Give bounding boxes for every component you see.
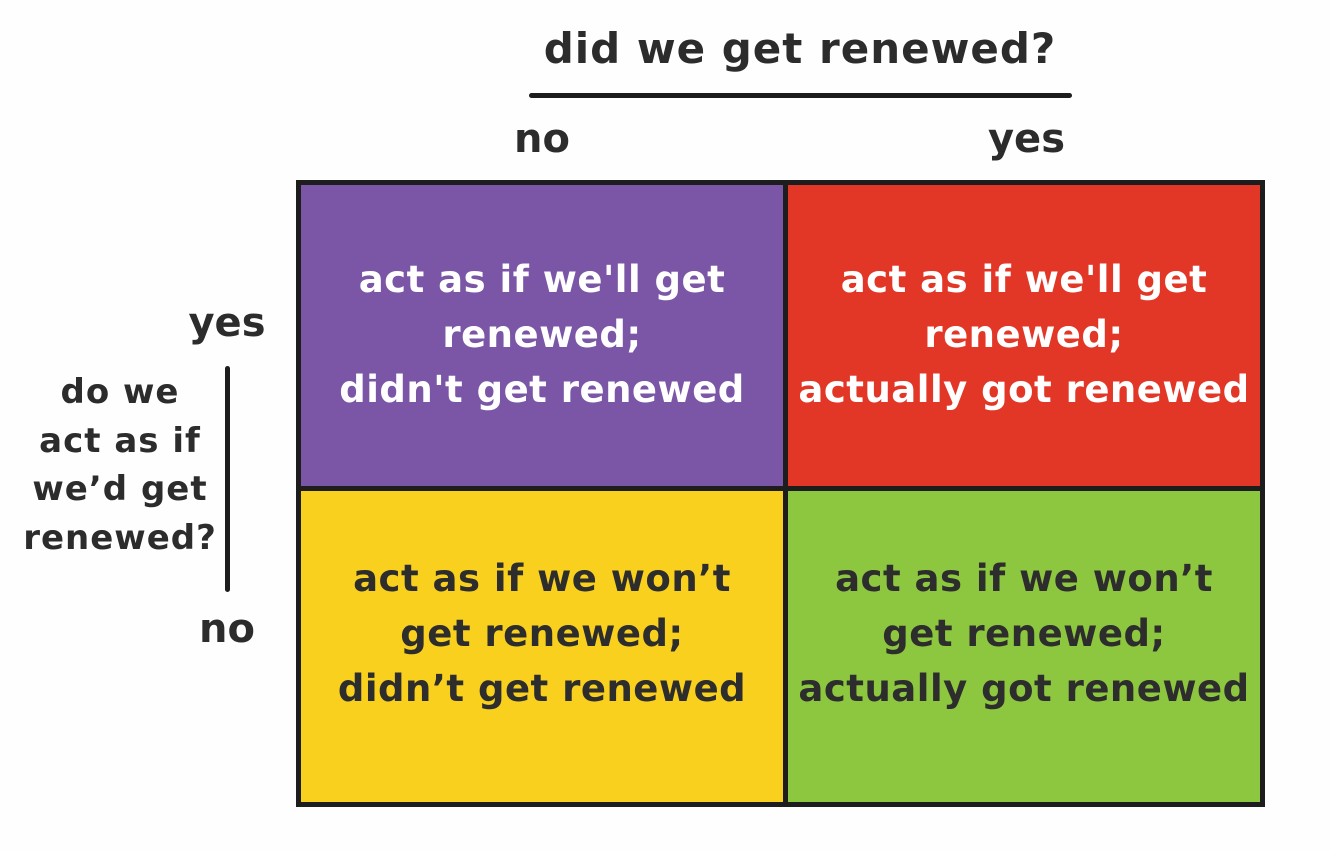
quadrant-matrix: act as if we'll get renewed; didn't get … (296, 180, 1265, 807)
row-axis-title-line-1: do we (60, 372, 180, 412)
quadrant-text-line: didn’t get renewed (337, 666, 747, 710)
quadrant-acted-no-renewed: act as if we won’t get renewed; actually… (788, 491, 1260, 802)
quadrant-text-line: act as if we'll get (840, 258, 1208, 302)
quadrant-text-line: get renewed; (882, 612, 1166, 656)
row-axis-title-line-2: act as if (39, 420, 201, 461)
quadrant-text-line: didn't get renewed (339, 367, 745, 411)
quadrant-text-line: actually got renewed (798, 666, 1250, 710)
quadrant-acted-no-not-renewed: act as if we won’t get renewed; didn’t g… (301, 491, 783, 802)
row-label-yes: yes (188, 300, 266, 346)
quadrant-text-line: renewed; (442, 313, 642, 357)
quadrant-text-line: act as if we won’t (835, 557, 1213, 601)
quadrant-text-line: act as if we'll get (358, 258, 726, 302)
quadrant-text-line: renewed; (924, 313, 1124, 357)
quadrant-text-line: actually got renewed (798, 367, 1250, 411)
quadrant-text-line: act as if we won’t (353, 557, 731, 601)
row-axis-line (225, 366, 230, 592)
row-axis-title-line-3: we’d get (32, 469, 208, 510)
column-axis-line (529, 93, 1072, 98)
quadrant-acted-yes-renewed: act as if we'll get renewed; actually go… (788, 185, 1260, 486)
quadrant-acted-yes-not-renewed: act as if we'll get renewed; didn't get … (301, 185, 783, 486)
row-label-no: no (199, 606, 255, 652)
row-axis-title: do we act as if we’d get renewed? (15, 368, 225, 562)
column-label-no: no (514, 116, 570, 162)
quadrant-text-line: get renewed; (400, 612, 684, 656)
column-axis-title: did we get renewed? (543, 24, 1057, 73)
row-axis-title-line-4: renewed? (23, 517, 217, 558)
column-label-yes: yes (987, 116, 1065, 162)
